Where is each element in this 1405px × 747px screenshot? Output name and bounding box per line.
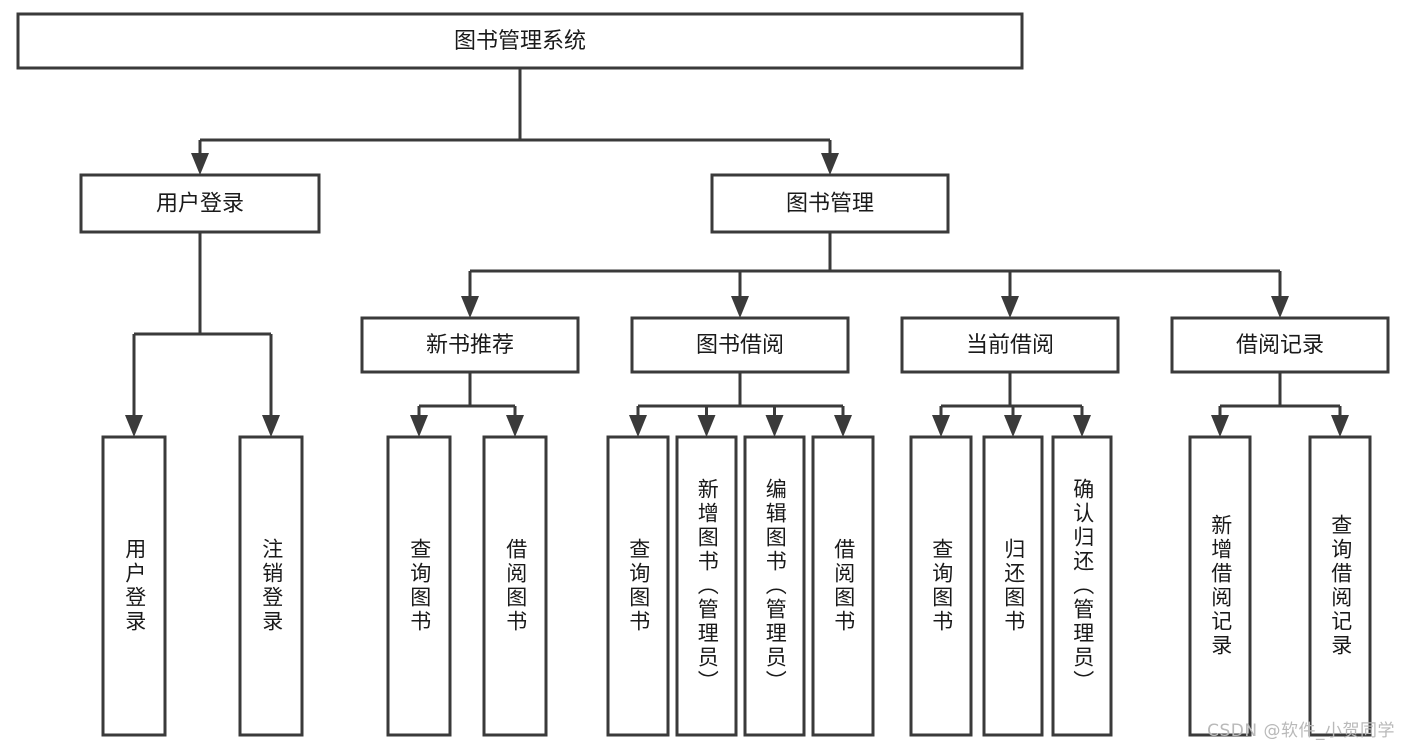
node-leaf-用户登录[interactable] (101, 435, 167, 737)
arrow-to-leaf-0 (125, 415, 143, 437)
node-leaf-查询图书[interactable] (909, 435, 973, 737)
arrow-to-leaf-7 (834, 415, 852, 437)
arrow-to-leaf-1 (262, 415, 280, 437)
arrow-to-leaf-9 (1004, 415, 1022, 437)
box-layer (16, 12, 1390, 737)
node-leaf-归还图书[interactable] (982, 435, 1044, 737)
arrow-to-leaf-2 (410, 415, 428, 437)
connector-layer (125, 68, 1349, 437)
node-leaf-查询借阅记录[interactable] (1308, 435, 1372, 737)
node-leaf-确认归还管理员[interactable] (1051, 435, 1113, 737)
node-leaf-查询图书[interactable] (386, 435, 452, 737)
node-l2-图书管理[interactable] (710, 173, 950, 234)
label-l2-图书管理: 图书管理 (786, 192, 874, 217)
arrow-to-leaf-12 (1331, 415, 1349, 437)
label-l3-当前借阅: 当前借阅 (966, 333, 1054, 358)
node-leaf-借阅图书[interactable] (482, 435, 548, 737)
label-l2-用户登录: 用户登录 (156, 192, 244, 217)
arrow-to-leaf-3 (506, 415, 524, 437)
watermark-text: CSDN @软件_小贺同学 (1207, 721, 1395, 741)
arrow-to-leaf-6 (765, 415, 784, 437)
arrow-to-借阅记录 (1271, 296, 1289, 318)
arrow-to-当前借阅 (1001, 296, 1019, 318)
node-leaf-编辑图书管理员[interactable] (743, 435, 806, 737)
node-leaf-注销登录[interactable] (238, 435, 304, 737)
label-l3-借阅记录: 借阅记录 (1236, 333, 1324, 358)
arrow-to-leaf-8 (932, 415, 950, 437)
arrow-to-leaf-5 (697, 415, 716, 437)
node-l3-当前借阅[interactable] (900, 316, 1120, 374)
arrow-to-图书管理 (821, 153, 839, 175)
node-l2-用户登录[interactable] (79, 173, 321, 234)
arrow-to-图书借阅 (731, 296, 749, 318)
label-l3-新书推荐: 新书推荐 (426, 333, 514, 358)
node-l3-借阅记录[interactable] (1170, 316, 1390, 374)
node-l3-新书推荐[interactable] (360, 316, 580, 374)
arrow-to-新书推荐 (461, 296, 479, 318)
node-root-图书管理系统[interactable] (16, 12, 1024, 70)
arrow-to-用户登录 (191, 153, 209, 175)
node-leaf-新增图书管理员[interactable] (675, 435, 738, 737)
arrow-to-leaf-11 (1211, 415, 1229, 437)
node-leaf-新增借阅记录[interactable] (1188, 435, 1252, 737)
arrow-to-leaf-4 (629, 415, 647, 437)
label-l3-图书借阅: 图书借阅 (696, 333, 784, 358)
arrow-to-leaf-10 (1073, 415, 1091, 437)
label-root: 图书管理系统 (454, 29, 586, 54)
node-l3-图书借阅[interactable] (630, 316, 850, 374)
node-leaf-借阅图书[interactable] (811, 435, 875, 737)
node-leaf-查询图书[interactable] (606, 435, 670, 737)
